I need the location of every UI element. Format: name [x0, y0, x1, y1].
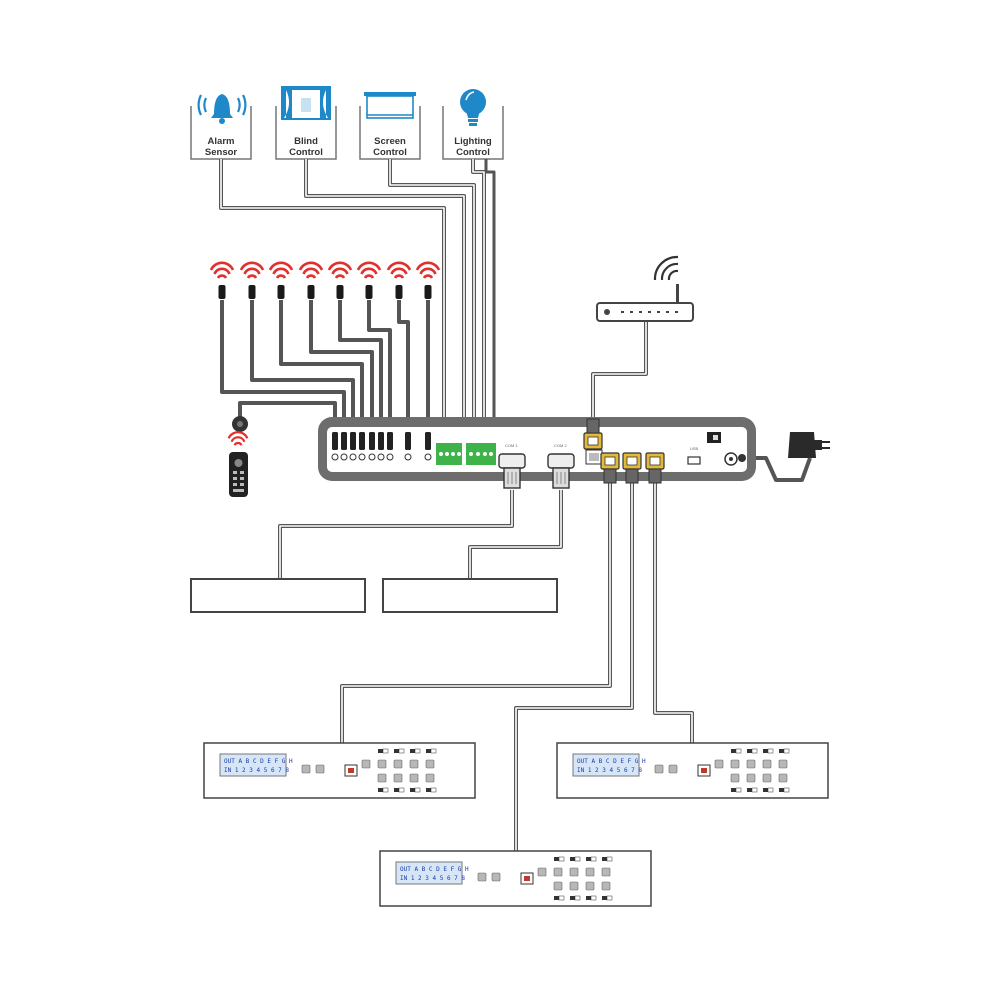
remote-control-icon: [227, 431, 249, 497]
usb-port: [687, 456, 701, 465]
lcd-line2: IN 1 2 3 4 5 6 7 8: [400, 875, 465, 882]
rj45-plug-2: [622, 452, 642, 484]
network-router: [596, 255, 694, 322]
terminal-block-2: [466, 443, 496, 465]
ir-emitter-6: [356, 261, 382, 299]
lcd-line2: IN 1 2 3 4 5 6 7 8: [224, 767, 289, 774]
alarm-label-line1: Alarm: [208, 136, 235, 147]
alarm-sensor-box: Alarm Sensor: [190, 94, 252, 160]
alarm-label-line2: Sensor: [205, 147, 238, 158]
ir-emitter-7: [386, 261, 412, 299]
screen-label-line1: Screen: [374, 136, 406, 147]
wifi-icon: [653, 255, 679, 281]
projection-screen-icon: [364, 92, 416, 119]
ir-receiver: [232, 416, 248, 432]
cables: [219, 159, 812, 853]
ir-ports: [331, 453, 432, 461]
terminal-block-1: [436, 443, 462, 465]
screen-control-box: Screen Control: [359, 92, 421, 160]
lcd-line1: OUT A B C D E F G H: [400, 866, 469, 873]
ir-emitter-2: [239, 261, 265, 299]
blind-label-line1: Blind: [294, 136, 318, 147]
ir-emitter-8: [415, 261, 441, 299]
lcd-line1: OUT A B C D E F G H: [224, 758, 293, 765]
lcd-line2: IN 1 2 3 4 5 6 7 8: [577, 767, 642, 774]
curtain-icon: [281, 86, 331, 120]
blind-label-line2: Control: [289, 147, 323, 158]
rj45-plug-3: [645, 452, 665, 484]
lan-plug: [583, 418, 603, 450]
svg-text:COM 2: COM 2: [554, 443, 567, 448]
rs232-device-2: [382, 578, 558, 613]
blind-control-box: Blind Control: [275, 86, 337, 160]
power-jack: [724, 452, 738, 466]
rs232-device-1: [190, 578, 366, 613]
power-adapter-icon: [738, 432, 830, 462]
ir-plugs: [332, 432, 431, 450]
svg-text:USB: USB: [690, 446, 699, 451]
lcd-line1: OUT A B C D E F G H: [577, 758, 646, 765]
lan-port: [585, 449, 603, 465]
ir-emitter-3: [268, 261, 294, 299]
screen-label-line2: Control: [373, 147, 407, 158]
lighting-label-line2: Control: [456, 147, 490, 158]
power-switch: [707, 432, 721, 443]
lighting-label-line1: Lighting: [454, 136, 492, 147]
bell-icon: [197, 94, 247, 124]
ir-emitter-4: [298, 261, 324, 299]
lighting-control-box: Lighting Control: [442, 89, 504, 160]
matrix-switcher-2: OUT A B C D E F G H IN 1 2 3 4 5 6 7 8: [556, 742, 829, 799]
matrix-switcher-1: OUT A B C D E F G H IN 1 2 3 4 5 6 7 8: [203, 742, 476, 799]
ir-emitter-1: [209, 261, 235, 299]
ir-emitter-5: [327, 261, 353, 299]
control-processor: COM 1 COM 2 USB: [318, 417, 756, 481]
svg-text:COM 1: COM 1: [505, 443, 518, 448]
lightbulb-icon: [460, 89, 486, 126]
matrix-switcher-3: OUT A B C D E F G H IN 1 2 3 4 5 6 7 8: [379, 850, 652, 907]
rj45-plug-1: [600, 452, 620, 484]
ir-emitters: [209, 261, 441, 299]
